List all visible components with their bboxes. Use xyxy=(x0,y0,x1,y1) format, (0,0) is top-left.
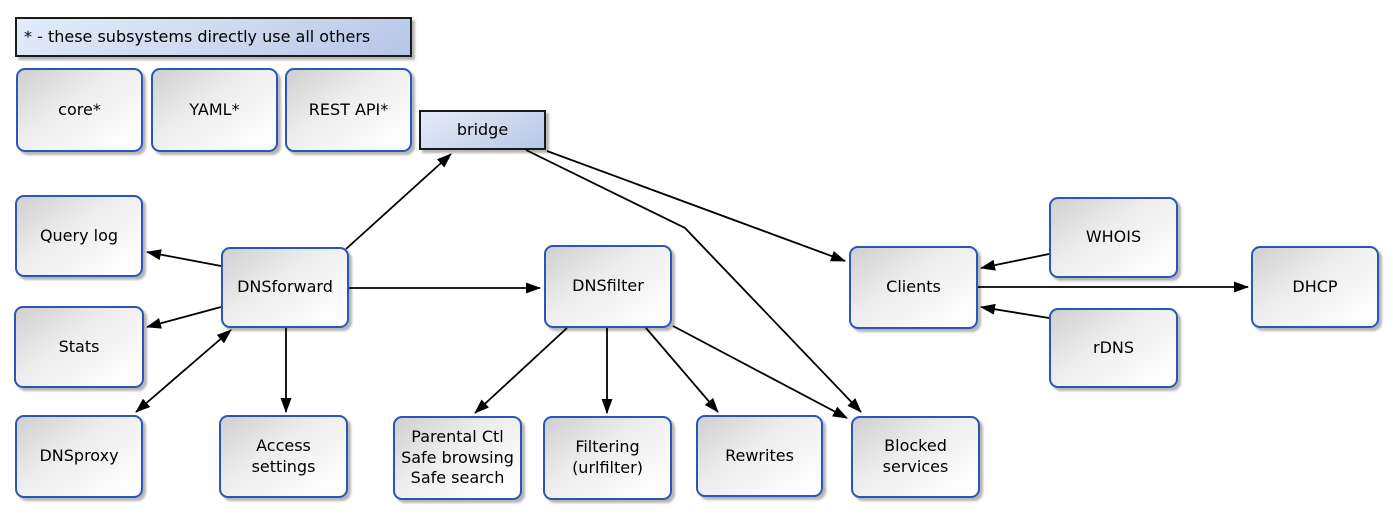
edge-dnsforward-to-query_log xyxy=(146,249,222,267)
node-dnsfilter: DNSfilter xyxy=(544,245,672,328)
edge-dnsforward-to-dnsproxy xyxy=(135,329,232,413)
node-bridge: bridge xyxy=(419,110,546,150)
edge-dnsforward-to-bridge xyxy=(345,153,452,250)
node-filtering: Filtering (urlfilter) xyxy=(543,416,672,500)
node-core: core* xyxy=(16,68,143,152)
node-whois: WHOIS xyxy=(1049,197,1178,278)
edge-dnsfilter-to-blocked_services xyxy=(672,325,848,419)
node-clients: Clients xyxy=(849,246,978,329)
node-rewrites: Rewrites xyxy=(696,415,823,497)
node-access-settings: Access settings xyxy=(219,415,348,498)
edge-rdns-to-clients xyxy=(980,303,1050,319)
edge-dnsfilter-to-parental xyxy=(474,327,568,414)
node-stats: Stats xyxy=(14,306,144,388)
node-query-log: Query log xyxy=(15,195,143,277)
edge-dnsfilter-to-rewrites xyxy=(645,327,719,413)
node-parental-ctl: Parental Ctl Safe browsing Safe search xyxy=(393,416,522,500)
node-rdns: rDNS xyxy=(1049,308,1178,388)
node-rest-api: REST API* xyxy=(285,68,412,152)
node-blocked-services: Blocked services xyxy=(851,416,980,498)
node-dhcp: DHCP xyxy=(1251,246,1379,328)
node-yaml: YAML* xyxy=(151,68,278,152)
edge-dnsforward-to-stats xyxy=(146,306,222,329)
node-dnsproxy: DNSproxy xyxy=(15,415,143,498)
edge-whois-to-clients xyxy=(980,253,1050,271)
node-dnsforward: DNSforward xyxy=(221,247,349,328)
legend-note: * - these subsystems directly use all ot… xyxy=(15,17,412,57)
